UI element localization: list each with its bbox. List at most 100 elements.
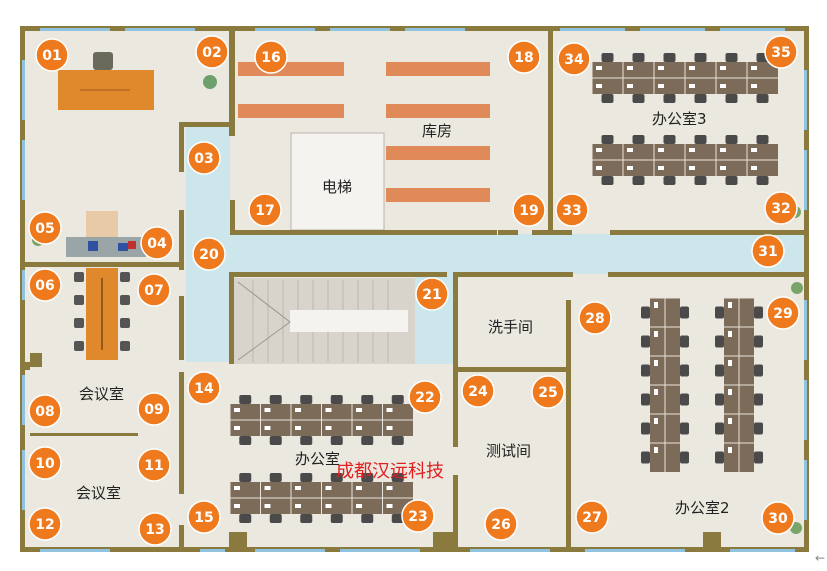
desk-groups — [229, 53, 778, 523]
camera-number: 08 — [35, 404, 54, 420]
chair — [715, 306, 724, 319]
back-arrow-icon[interactable]: ← — [814, 551, 825, 565]
camera-number: 07 — [144, 283, 163, 299]
chair — [361, 514, 374, 523]
chair — [330, 473, 343, 482]
camera-badge-34: 34 — [557, 42, 591, 76]
label-test-room: 测试间 — [486, 442, 531, 460]
chair — [239, 514, 252, 523]
chair — [330, 436, 343, 445]
elevator — [290, 132, 385, 231]
desk-row — [229, 395, 413, 445]
chair — [680, 335, 689, 348]
room-labels: 库房 电梯 办公室3 洗手间 会议室 会议室 办公室 测试间 办公室2 成都汉远… — [76, 110, 730, 517]
camera-badge-03: 03 — [187, 141, 221, 175]
chair — [725, 53, 738, 62]
camera-badge-11: 11 — [137, 448, 171, 482]
chair — [680, 364, 689, 377]
chair — [754, 451, 763, 464]
chair — [641, 335, 650, 348]
camera-badge-29: 29 — [766, 296, 800, 330]
chair — [391, 514, 404, 523]
camera-badge-01: 01 — [35, 38, 69, 72]
camera-badge-31: 31 — [751, 234, 785, 268]
stairwell — [233, 278, 415, 364]
camera-number: 21 — [422, 287, 441, 303]
chair — [300, 436, 313, 445]
camera-badge-35: 35 — [764, 35, 798, 69]
camera-number: 10 — [35, 456, 55, 472]
chair — [756, 94, 769, 103]
camera-badge-04: 04 — [140, 226, 174, 260]
chair — [391, 436, 404, 445]
label-office3: 办公室3 — [652, 110, 707, 128]
camera-number: 09 — [144, 402, 163, 418]
camera-badge-02: 02 — [195, 35, 229, 69]
camera-number: 04 — [147, 236, 167, 252]
desk-column — [641, 297, 689, 472]
chair — [300, 473, 313, 482]
camera-number: 34 — [564, 52, 584, 68]
chair — [641, 393, 650, 406]
camera-number: 19 — [519, 203, 538, 219]
camera-number: 22 — [415, 390, 434, 406]
camera-badge-25: 25 — [531, 375, 565, 409]
chair — [663, 94, 676, 103]
chair — [756, 135, 769, 144]
chair — [269, 473, 282, 482]
chair — [715, 364, 724, 377]
camera-badge-33: 33 — [555, 193, 589, 227]
camera-number: 26 — [491, 517, 510, 533]
camera-number: 13 — [145, 522, 164, 538]
chair — [330, 395, 343, 404]
camera-number: 18 — [514, 50, 533, 66]
meeting-table — [74, 268, 130, 360]
chair — [601, 176, 614, 185]
camera-number: 23 — [408, 509, 427, 525]
chair — [632, 53, 645, 62]
camera-number: 20 — [199, 247, 219, 263]
chair — [361, 395, 374, 404]
label-meeting-room-1: 会议室 — [79, 385, 124, 403]
camera-badge-27: 27 — [575, 500, 609, 534]
camera-number: 02 — [202, 45, 221, 61]
chair — [754, 335, 763, 348]
chair — [601, 53, 614, 62]
label-washroom: 洗手间 — [488, 318, 533, 336]
chair — [269, 514, 282, 523]
chair — [601, 94, 614, 103]
chair — [641, 422, 650, 435]
camera-badge-32: 32 — [764, 191, 798, 225]
camera-number: 24 — [468, 384, 488, 400]
chair — [754, 306, 763, 319]
camera-number: 29 — [773, 306, 792, 322]
reception-desk — [66, 211, 146, 257]
camera-badge-18: 18 — [507, 40, 541, 74]
chair — [754, 422, 763, 435]
chair — [715, 335, 724, 348]
camera-badge-05: 05 — [28, 211, 62, 245]
label-office2: 办公室2 — [675, 499, 730, 517]
chair — [632, 94, 645, 103]
camera-number: 03 — [194, 151, 213, 167]
camera-badge-12: 12 — [28, 507, 62, 541]
chair — [715, 451, 724, 464]
camera-number: 14 — [194, 381, 214, 397]
camera-number: 27 — [582, 510, 601, 526]
camera-number: 05 — [35, 221, 54, 237]
chair — [754, 393, 763, 406]
chair — [680, 393, 689, 406]
chair — [361, 436, 374, 445]
chair — [694, 94, 707, 103]
camera-number: 32 — [771, 201, 790, 217]
chair — [715, 422, 724, 435]
chair — [680, 422, 689, 435]
camera-badge-13: 13 — [138, 512, 172, 546]
camera-number: 16 — [261, 50, 280, 66]
chair — [391, 473, 404, 482]
camera-badge-21: 21 — [415, 277, 449, 311]
chair — [663, 53, 676, 62]
chair — [300, 514, 313, 523]
chair — [756, 176, 769, 185]
